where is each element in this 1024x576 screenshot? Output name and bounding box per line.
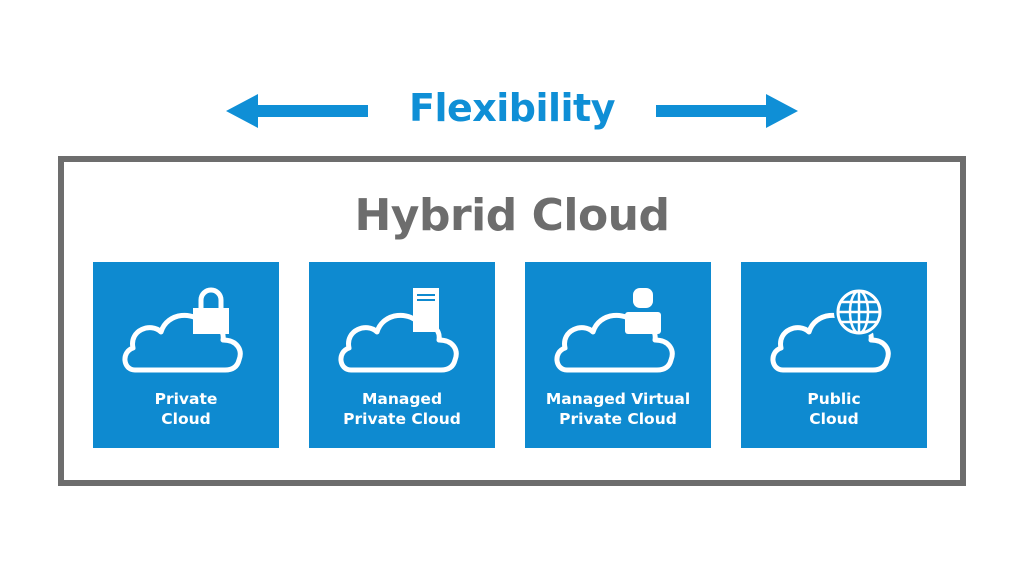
tile-label-line1: Private bbox=[154, 390, 218, 408]
cloud-lock-icon bbox=[122, 287, 243, 373]
tile-managed-virtual-private-cloud: Managed Virtual Private Cloud bbox=[525, 262, 711, 448]
tile-managed-private-cloud: Managed Private Cloud bbox=[309, 262, 495, 448]
hybrid-cloud-frame: Hybrid Cloud Private Cloud Managed Priva… bbox=[58, 156, 966, 486]
tile-private-cloud: Private Cloud bbox=[93, 262, 279, 448]
arrow-right-icon bbox=[656, 94, 798, 128]
arrow-left-icon bbox=[226, 94, 368, 128]
cloud-server-icon bbox=[338, 288, 459, 373]
cloud-user-icon bbox=[554, 288, 675, 373]
cloud-globe-icon bbox=[770, 287, 891, 373]
tile-label-line1: Managed Virtual bbox=[545, 390, 691, 408]
tile-label-line2: Cloud bbox=[809, 410, 859, 428]
tile-label-line1: Managed bbox=[361, 390, 443, 408]
tile-label-line2: Private Cloud bbox=[343, 410, 461, 428]
hybrid-cloud-title: Hybrid Cloud bbox=[354, 190, 670, 241]
tile-public-cloud: Public Cloud bbox=[741, 262, 927, 448]
flexibility-label: Flexibility bbox=[408, 86, 616, 130]
flexibility-header: Flexibility bbox=[0, 82, 1024, 142]
tile-label-line2: Private Cloud bbox=[559, 410, 677, 428]
tile-label-line1: Public bbox=[807, 390, 861, 408]
tile-label-line2: Cloud bbox=[161, 410, 211, 428]
